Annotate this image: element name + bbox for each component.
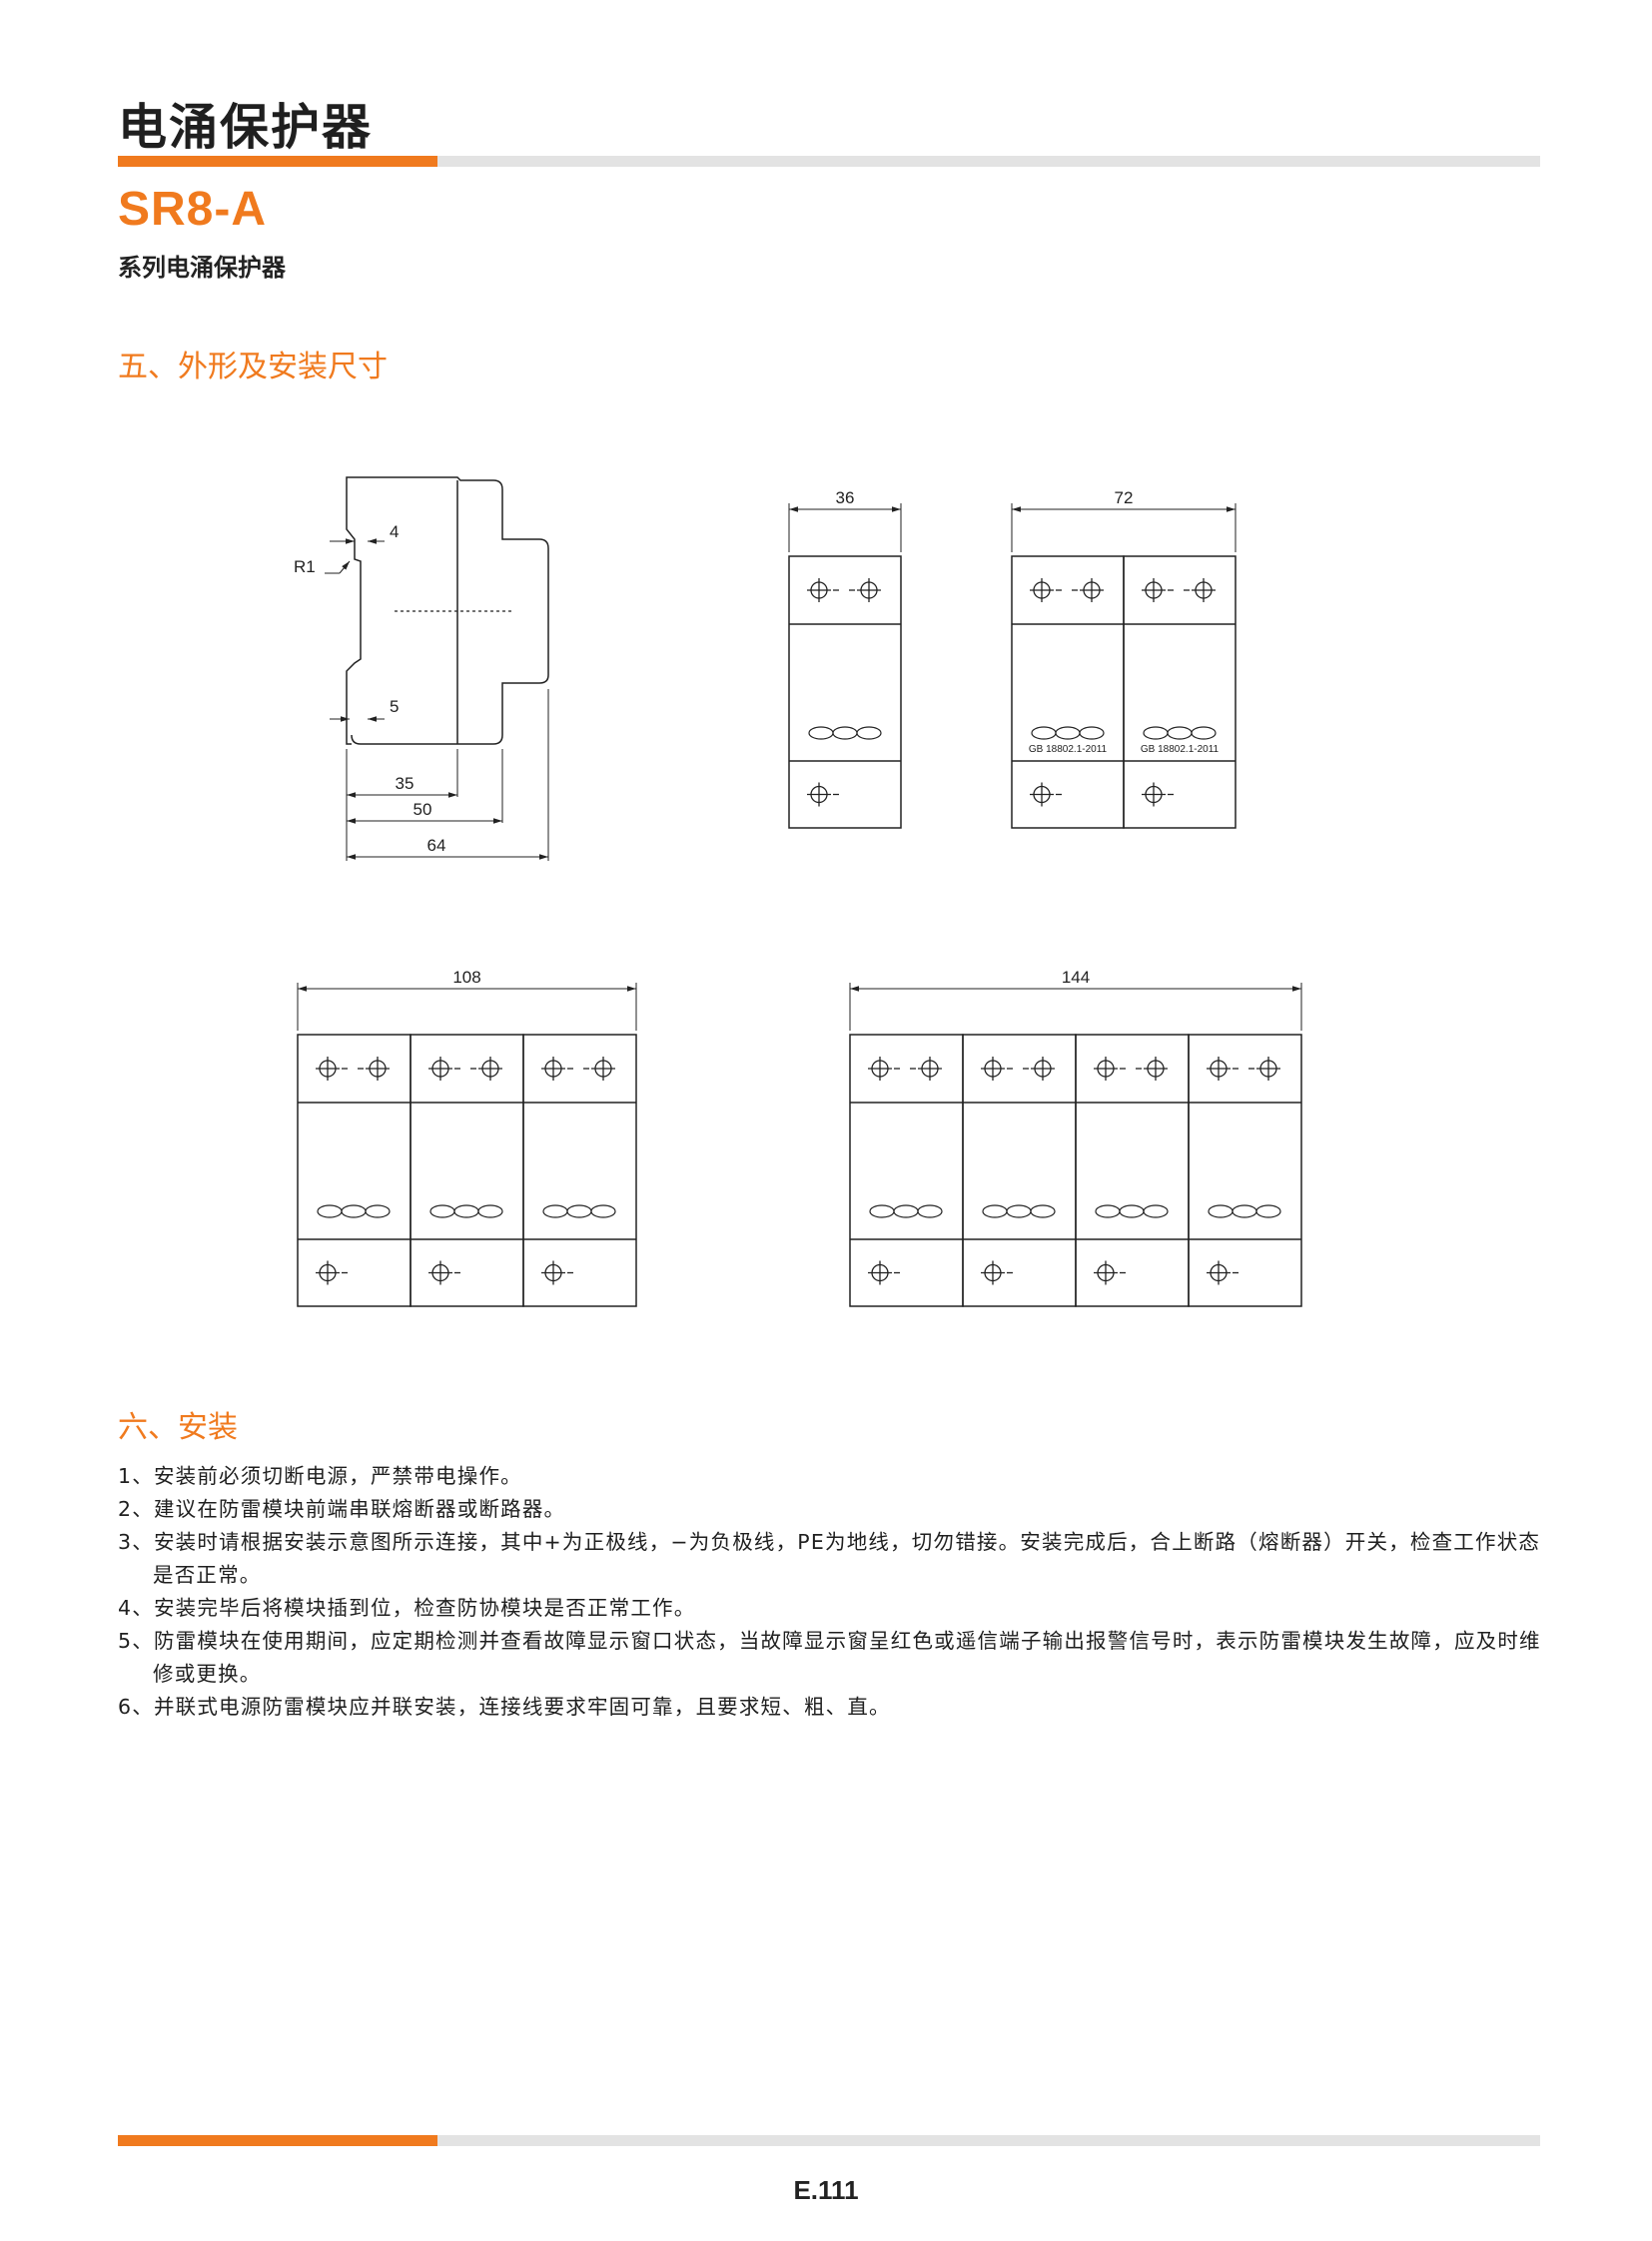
module-width-label: 36 (836, 488, 855, 507)
indicator-window-icon (429, 1204, 503, 1218)
standard-label: GB 18802.1-2011 (1029, 744, 1108, 755)
list-item: 5、防雷模块在使用期间，应定期检测并查看故障显示窗口状态，当故障显示窗呈红色或遥… (118, 1629, 1541, 1686)
terminal-icon (428, 1260, 460, 1285)
page-number: E.111 (793, 2175, 859, 2205)
terminal-icon (1094, 1057, 1126, 1081)
terminal-icon (470, 1057, 502, 1081)
terminal-icon (1184, 578, 1216, 602)
indicator-window-icon (869, 1204, 943, 1218)
terminal-icon (910, 1057, 942, 1081)
indicator-window-icon (317, 1204, 391, 1218)
terminal-icon (316, 1260, 348, 1285)
module-4p: 144 (849, 968, 1302, 1307)
terminal-icon (1023, 1057, 1055, 1081)
terminal-icon (849, 578, 881, 602)
module-width-label: 72 (1115, 488, 1134, 507)
install-steps-list: 1、安装前必须切断电源，严禁带电操作。 2、建议在防雷模块前端串联熔断器或断路器… (118, 1460, 1546, 1724)
subtitle: 系列电涌保护器 (118, 254, 286, 282)
dim-label-35: 35 (396, 774, 414, 793)
module-1p: 36 (788, 488, 902, 829)
terminal-icon (1030, 578, 1062, 602)
list-item: 2、建议在防雷模块前端串联熔断器或断路器。 (118, 1497, 566, 1521)
standard-label: GB 18802.1-2011 (1141, 744, 1220, 755)
terminal-icon (541, 1057, 573, 1081)
terminal-icon (807, 782, 839, 807)
dim-label-50: 50 (413, 800, 432, 819)
module-2p: 72 GB 18802.1-2011 GB 18802.1-2011 (1011, 488, 1237, 829)
indicator-window-icon (1095, 1204, 1169, 1218)
section-dimensions-title: 五、外形及安装尺寸 (118, 350, 388, 384)
footer-rule (118, 2135, 1540, 2146)
terminal-icon (1207, 1260, 1239, 1285)
indicator-window-icon (982, 1204, 1056, 1218)
indicator-window-icon (1031, 726, 1105, 740)
terminal-icon (1094, 1260, 1126, 1285)
terminal-icon (316, 1057, 348, 1081)
indicator-window-icon (1143, 726, 1217, 740)
terminal-icon (981, 1260, 1013, 1285)
terminal-icon (1248, 1057, 1280, 1081)
dim-label-64: 64 (427, 836, 446, 855)
list-item: 4、安装完毕后将模块插到位，检查防协模块是否正常工作。 (118, 1596, 696, 1620)
module-width-label: 108 (452, 968, 480, 987)
header-rule (118, 156, 1540, 167)
terminal-icon (428, 1057, 460, 1081)
dim-label-4: 4 (390, 522, 399, 541)
indicator-window-icon (808, 726, 882, 740)
indicator-window-icon (1208, 1204, 1281, 1218)
side-view-drawing (325, 476, 549, 861)
model-name: SR8-A (118, 183, 268, 236)
module-3p: 108 (297, 968, 637, 1307)
module-width-label: 144 (1062, 968, 1090, 987)
terminal-icon (1142, 782, 1174, 807)
terminal-icon (1142, 578, 1174, 602)
terminal-icon (358, 1057, 390, 1081)
dim-label-5: 5 (390, 697, 399, 716)
terminal-icon (807, 578, 839, 602)
terminal-icon (1136, 1057, 1168, 1081)
list-item: 6、并联式电源防雷模块应并联安装，连接线要求牢固可靠，且要求短、粗、直。 (118, 1695, 891, 1719)
dimension-drawing: R1 4 5 35 50 64 36 72 GB 18802.1-2011 GB 1… (294, 476, 1302, 1307)
list-item: 1、安装前必须切断电源，严禁带电操作。 (118, 1464, 522, 1488)
terminal-icon (1030, 782, 1062, 807)
page-title: 电涌保护器 (118, 99, 374, 156)
terminal-icon (583, 1057, 615, 1081)
terminal-icon (1072, 578, 1104, 602)
terminal-icon (868, 1057, 900, 1081)
radius-label: R1 (294, 557, 316, 576)
terminal-icon (541, 1260, 573, 1285)
terminal-icon (1207, 1057, 1239, 1081)
terminal-icon (981, 1057, 1013, 1081)
indicator-window-icon (542, 1204, 616, 1218)
section-install-title: 六、安装 (118, 1410, 238, 1445)
list-item: 3、安装时请根据安装示意图所示连接，其中+为正极线，−为负极线，PE为地线，切勿… (118, 1530, 1541, 1587)
terminal-icon (868, 1260, 900, 1285)
